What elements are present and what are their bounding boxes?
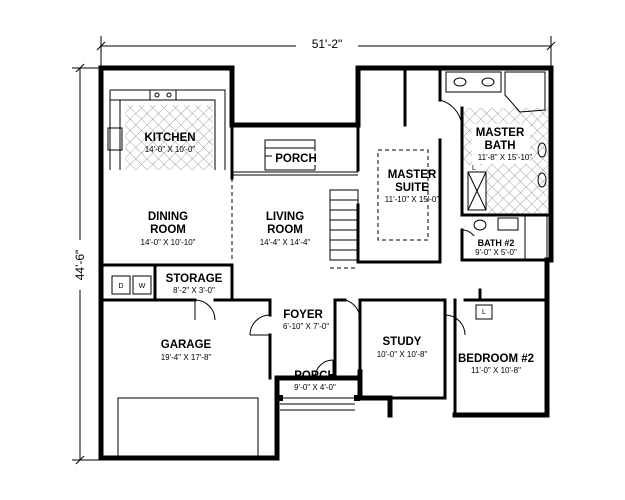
room-garage: GARAGE 19'-4" X 17'-8" — [161, 339, 212, 362]
overall-width-label: 51'-2" — [312, 37, 343, 51]
width-dimension: 51'-2" — [96, 36, 556, 68]
garage-size: 19'-4" X 17'-8" — [161, 353, 212, 362]
study-name: STUDY — [383, 336, 422, 348]
kitchen-counters — [107, 89, 226, 170]
master-bath-name-2: BATH — [484, 140, 515, 152]
room-master-bath: MASTER BATH 11'-8" X 15'-10" — [472, 124, 532, 164]
kitchen-size: 14'-0" X 10'-0" — [145, 145, 196, 154]
room-storage: STORAGE 8'-2" X 3'-0" — [166, 273, 223, 295]
dining-name-2: ROOM — [150, 224, 186, 236]
living-name-1: LIVING — [266, 211, 304, 223]
garage-door — [98, 397, 259, 461]
dryer-label: D — [118, 283, 123, 290]
front-porch-name: PORCH — [294, 370, 336, 382]
room-living: LIVING ROOM 14'-4" X 14'-4" — [260, 211, 311, 247]
front-porch-outline — [277, 395, 360, 411]
depth-dimension: 44'-6" — [71, 63, 101, 465]
interior-walls — [99, 66, 553, 417]
washer-label: W — [139, 283, 146, 290]
room-dining: DINING ROOM 14'-0" X 10'-10" — [141, 211, 196, 247]
rear-porch-name: PORCH — [275, 153, 317, 165]
bedroom2-size: 11'-0" X 10'-8" — [471, 366, 521, 375]
master-bath-size: 11'-8" X 15'-10" — [478, 153, 533, 162]
living-size: 14'-4" X 14'-4" — [260, 238, 311, 247]
room-foyer: FOYER 6'-10" X 7'-0" — [283, 309, 329, 331]
room-bath2: BATH #2 9'-0" X 5'-0" — [472, 236, 522, 258]
linen-closet-label-bath: L — [472, 165, 476, 172]
foyer-name: FOYER — [283, 309, 323, 321]
foyer-size: 6'-10" X 7'-0" — [283, 322, 329, 331]
dining-size: 14'-0" X 10'-10" — [141, 238, 196, 247]
dining-name-1: DINING — [148, 211, 188, 223]
overall-depth-label: 44'-6" — [73, 250, 87, 281]
master-suite-name-2: SUITE — [395, 182, 429, 194]
storage-name: STORAGE — [166, 273, 223, 285]
kitchen-name: KITCHEN — [144, 132, 195, 144]
room-study: STUDY 10'-0" X 10'-8" — [377, 336, 428, 359]
study-size: 10'-0" X 10'-8" — [377, 350, 428, 359]
room-kitchen: KITCHEN 14'-0" X 10'-0" — [144, 132, 195, 154]
room-master-suite: MASTER SUITE 11'-10" X 15'-0" — [385, 169, 440, 204]
living-name-2: ROOM — [267, 224, 303, 236]
bath2-name: BATH #2 — [478, 238, 515, 248]
room-bedroom2: BEDROOM #2 11'-0" X 10'-8" — [458, 353, 534, 375]
master-suite-size: 11'-10" X 15'-0" — [385, 195, 440, 204]
bedroom2-name: BEDROOM #2 — [458, 353, 534, 365]
master-suite-name-1: MASTER — [388, 169, 437, 181]
laundry-appliances: D W — [111, 275, 152, 295]
bath2-size: 9'-0" X 5'-0" — [475, 248, 517, 257]
room-porch-rear: PORCH — [272, 151, 320, 165]
master-bath-fixtures — [445, 71, 548, 260]
front-porch-size: 9'-0" X 4'-0" — [294, 383, 336, 392]
linen-closet-label-bedroom: L — [482, 309, 486, 316]
room-porch-front: PORCH 9'-0" X 4'-0" — [294, 370, 336, 392]
stairs — [329, 189, 359, 269]
rear-porch-outline — [232, 139, 358, 176]
master-suite-ceiling-outline — [377, 149, 429, 241]
storage-size: 8'-2" X 3'-0" — [173, 286, 215, 295]
garage-name: GARAGE — [161, 339, 212, 351]
master-bath-name-1: MASTER — [476, 127, 525, 139]
kitchen-tile-floor — [125, 105, 213, 170]
